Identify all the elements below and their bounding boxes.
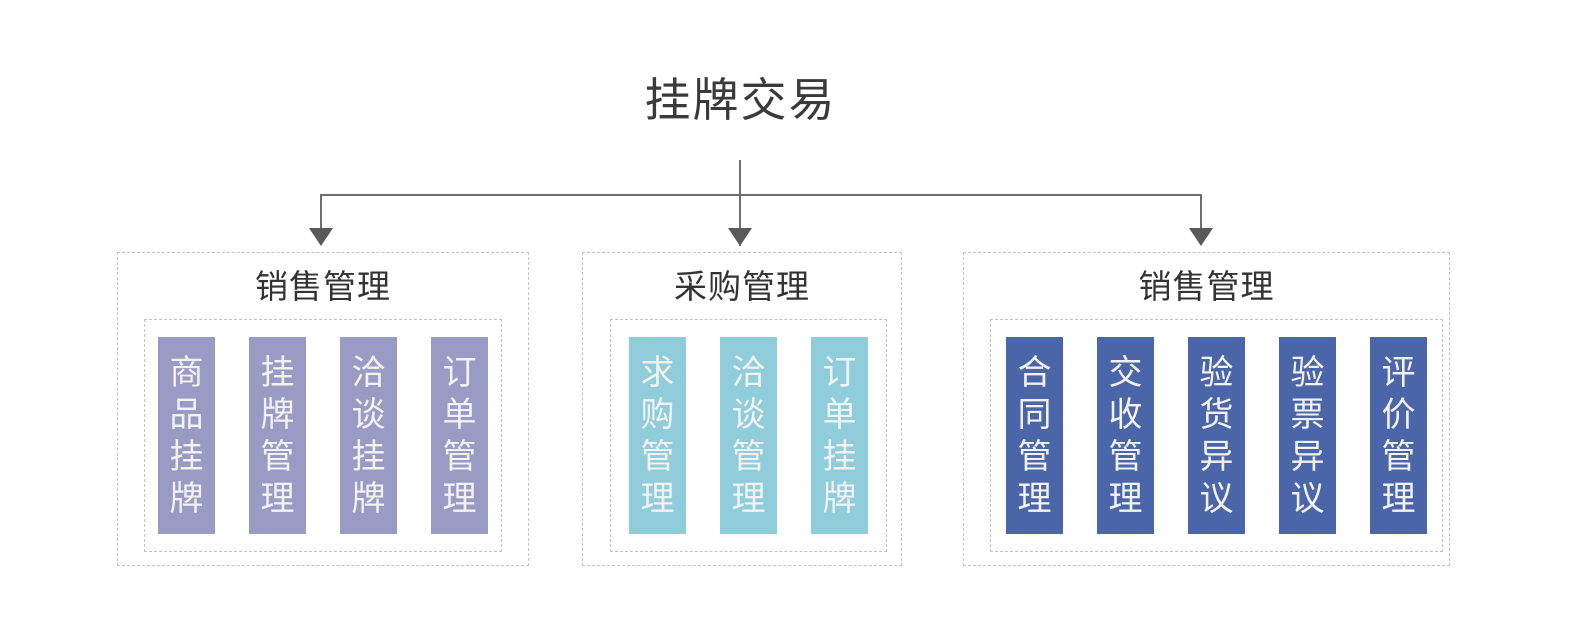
group-inner-sales-1: 商品挂牌挂牌管理洽谈挂牌订单管理 — [144, 319, 502, 552]
module-bar-sales-2-2[interactable]: 验货异议 — [1188, 337, 1245, 534]
bar-slot: 商品挂牌 — [141, 320, 232, 551]
module-bar-char: 理 — [1017, 478, 1052, 519]
module-bar-char: 牌 — [822, 478, 857, 519]
group-title-sales-1: 销售管理 — [255, 267, 391, 306]
module-bar-char: 收 — [1108, 394, 1143, 435]
module-bar-char: 异 — [1199, 436, 1234, 477]
module-bar-sales-2-0[interactable]: 合同管理 — [1006, 337, 1063, 534]
group-inner-purchase: 求购管理洽谈管理订单挂牌 — [610, 319, 887, 552]
bar-slot: 验货异议 — [1171, 320, 1262, 551]
connector-drop-right — [1200, 194, 1202, 232]
module-bar-char: 交 — [1108, 352, 1143, 393]
module-bar-char: 挂 — [351, 436, 386, 477]
module-bar-sales-1-2[interactable]: 洽谈挂牌 — [340, 337, 397, 534]
bar-slot: 合同管理 — [989, 320, 1080, 551]
group-sales-2: 销售管理 合同管理交收管理验货异议验票异议评价管理 — [963, 252, 1450, 566]
bar-slot: 订单挂牌 — [794, 320, 885, 551]
bar-slot: 洽谈挂牌 — [323, 320, 414, 551]
module-bar-char: 评 — [1381, 352, 1416, 393]
module-bar-purchase-2[interactable]: 订单挂牌 — [811, 337, 868, 534]
module-bar-sales-1-3[interactable]: 订单管理 — [431, 337, 488, 534]
group-purchase: 采购管理 求购管理洽谈管理订单挂牌 — [582, 252, 902, 566]
module-bar-char: 价 — [1381, 394, 1416, 435]
module-bar-char: 票 — [1290, 394, 1325, 435]
module-bar-char: 验 — [1199, 352, 1234, 393]
module-bar-char: 洽 — [351, 352, 386, 393]
module-bar-char: 管 — [731, 436, 766, 477]
bar-slot: 交收管理 — [1080, 320, 1171, 551]
module-bar-char: 理 — [260, 478, 295, 519]
module-bar-char: 管 — [1108, 436, 1143, 477]
module-bar-char: 货 — [1199, 394, 1234, 435]
module-bar-sales-1-0[interactable]: 商品挂牌 — [158, 337, 215, 534]
module-bar-sales-2-1[interactable]: 交收管理 — [1097, 337, 1154, 534]
connector-stem — [739, 160, 741, 246]
module-bar-char: 理 — [1108, 478, 1143, 519]
module-bar-char: 理 — [640, 478, 675, 519]
module-bar-char: 理 — [731, 478, 766, 519]
module-bar-char: 牌 — [260, 394, 295, 435]
module-bar-char: 异 — [1290, 436, 1325, 477]
module-bar-char: 挂 — [169, 436, 204, 477]
group-title-sales-2: 销售管理 — [1138, 267, 1275, 306]
bar-slot: 订单管理 — [414, 320, 505, 551]
module-bar-char: 管 — [442, 436, 477, 477]
module-bar-sales-2-4[interactable]: 评价管理 — [1370, 337, 1427, 534]
bar-slot: 验票异议 — [1262, 320, 1353, 551]
module-bar-char: 谈 — [351, 394, 386, 435]
module-bar-char: 洽 — [731, 352, 766, 393]
module-bar-char: 商 — [169, 352, 204, 393]
group-sales-1: 销售管理 商品挂牌挂牌管理洽谈挂牌订单管理 — [117, 252, 529, 566]
module-bar-char: 挂 — [260, 352, 295, 393]
module-bar-char: 管 — [1017, 436, 1052, 477]
bar-slot: 评价管理 — [1353, 320, 1444, 551]
bar-slot: 洽谈管理 — [703, 320, 794, 551]
module-bar-char: 合 — [1017, 352, 1052, 393]
module-bar-char: 订 — [442, 352, 477, 393]
module-bar-char: 管 — [260, 436, 295, 477]
module-bar-char: 单 — [822, 394, 857, 435]
module-bar-char: 牌 — [169, 478, 204, 519]
arrow-down-icon-center — [728, 228, 752, 246]
module-bar-char: 理 — [442, 478, 477, 519]
connector-bus — [320, 194, 1201, 196]
module-bar-char: 订 — [822, 352, 857, 393]
bar-slot: 求购管理 — [612, 320, 703, 551]
arrow-down-icon-right — [1189, 228, 1213, 246]
group-inner-sales-2: 合同管理交收管理验货异议验票异议评价管理 — [990, 319, 1443, 552]
module-bar-sales-1-1[interactable]: 挂牌管理 — [249, 337, 306, 534]
module-bar-char: 品 — [169, 394, 204, 435]
module-bar-char: 同 — [1017, 394, 1052, 435]
module-bar-char: 验 — [1290, 352, 1325, 393]
module-bar-char: 议 — [1199, 478, 1234, 519]
module-bar-char: 求 — [640, 352, 675, 393]
connector-drop-left — [320, 194, 322, 232]
module-bar-char: 谈 — [731, 394, 766, 435]
module-bar-purchase-0[interactable]: 求购管理 — [629, 337, 686, 534]
module-bar-char: 管 — [640, 436, 675, 477]
arrow-down-icon-left — [309, 228, 333, 246]
module-bar-char: 单 — [442, 394, 477, 435]
bar-slot: 挂牌管理 — [232, 320, 323, 551]
module-bar-sales-2-3[interactable]: 验票异议 — [1279, 337, 1336, 534]
module-bar-char: 购 — [640, 394, 675, 435]
module-bar-char: 管 — [1381, 436, 1416, 477]
root-title: 挂牌交易 — [644, 73, 837, 127]
module-bar-char: 议 — [1290, 478, 1325, 519]
module-bar-purchase-1[interactable]: 洽谈管理 — [720, 337, 777, 534]
module-bar-char: 理 — [1381, 478, 1416, 519]
module-bar-char: 牌 — [351, 478, 386, 519]
group-title-purchase: 采购管理 — [674, 267, 810, 306]
module-bar-char: 挂 — [822, 436, 857, 477]
